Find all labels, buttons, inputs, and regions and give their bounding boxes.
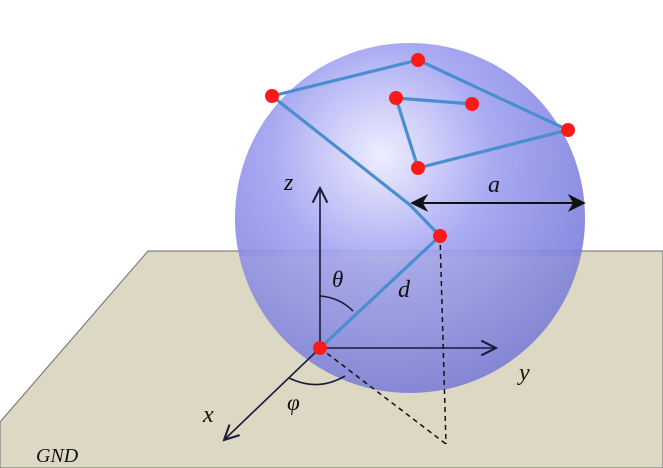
theta-arc	[319, 295, 354, 312]
radius-label: a	[488, 172, 500, 198]
node	[465, 97, 479, 111]
projection-vertical	[439, 235, 447, 445]
node-origin	[313, 341, 327, 355]
node	[433, 229, 447, 243]
theta-label: θ	[332, 267, 343, 292]
projection-lines	[319, 235, 447, 445]
x-axis-label: x	[202, 402, 214, 428]
nodes	[265, 53, 575, 355]
y-axis-label: y	[517, 360, 530, 386]
phi-label: φ	[287, 390, 300, 415]
node	[265, 89, 279, 103]
node	[411, 53, 425, 67]
distance-label: d	[398, 277, 411, 303]
x-axis-line	[224, 347, 321, 440]
ground-label: GND	[36, 445, 79, 467]
node	[389, 91, 403, 105]
node	[411, 161, 425, 175]
z-axis-label: z	[283, 170, 294, 196]
phi-arc	[288, 375, 346, 386]
node	[561, 123, 575, 137]
axes	[224, 188, 496, 440]
